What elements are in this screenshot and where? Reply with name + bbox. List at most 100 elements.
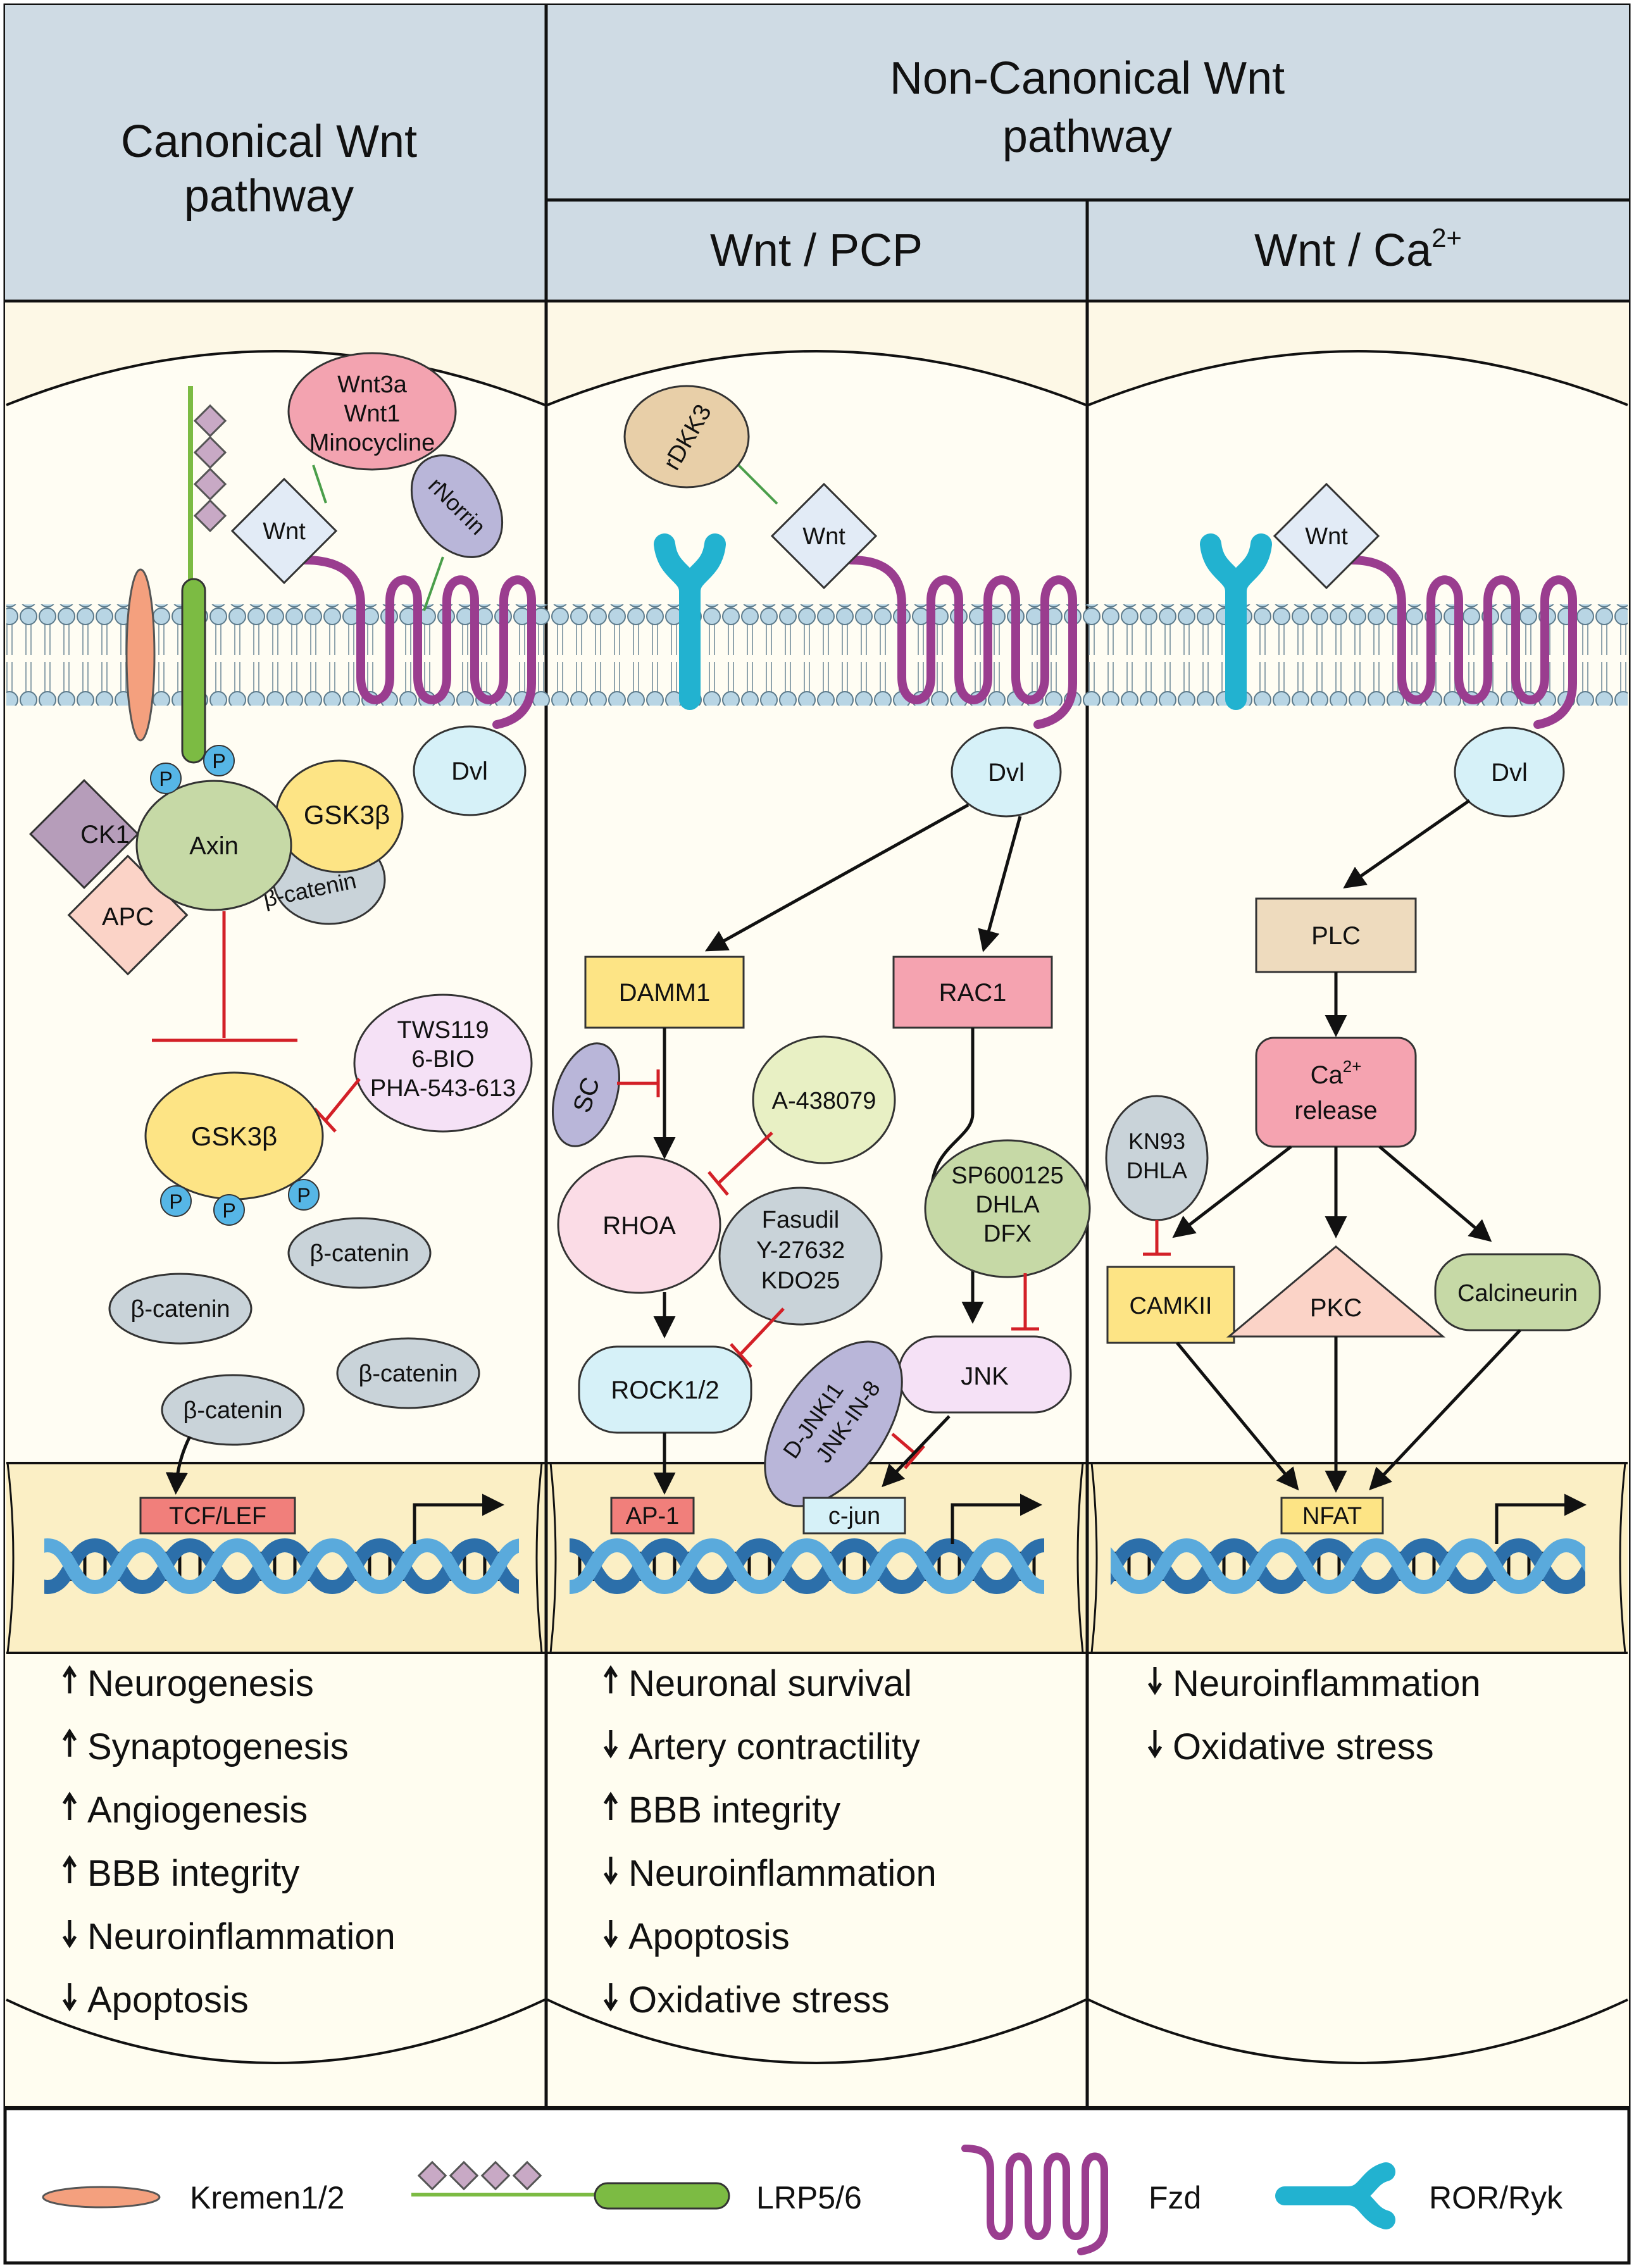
bcat-node-4 <box>161 1374 305 1446</box>
tws119-node <box>353 994 533 1133</box>
ca-release-node <box>1255 1037 1417 1148</box>
effect-item: Oxidative stress <box>628 1979 890 2021</box>
rock-label: ROCK1/2 <box>611 1376 719 1404</box>
ror-legend-icon <box>1275 2162 1395 2229</box>
phospho-p3-label: P <box>169 1190 182 1213</box>
effect-item: Neurogenesis <box>87 1663 314 1704</box>
calcineurin-label: Calcineurin <box>1457 1280 1578 1307</box>
up-arrow-icon <box>62 1665 77 1693</box>
sc-node <box>551 1042 621 1147</box>
down-arrow-icon <box>1147 1730 1163 1759</box>
camkii-node <box>1106 1266 1235 1344</box>
ck1-node <box>29 779 139 889</box>
fasudil-node <box>718 1187 883 1326</box>
a438079-label: A-438079 <box>772 1088 876 1114</box>
lrp-legend-diamonds <box>417 2160 542 2191</box>
lrp-receptor <box>181 578 206 764</box>
down-arrow-icon <box>603 1920 618 1948</box>
fzd-legend-label: Fzd <box>1149 2180 1201 2215</box>
gsk3b-complex-label: GSK3β <box>304 800 390 830</box>
wnt-label-canonical: Wnt <box>263 518 306 545</box>
down-arrow-icon <box>62 1920 77 1948</box>
wnt-label-pcp: Wnt <box>802 523 845 550</box>
ror-receptor-pcp <box>654 533 726 710</box>
wnt-diamond-canonical <box>230 477 338 585</box>
wnt-ligands-line2: Wnt1 <box>344 401 401 427</box>
bcat-node-3 <box>336 1337 480 1409</box>
up-arrow-icon <box>62 1791 77 1820</box>
effect-item: Oxidative stress <box>1173 1726 1434 1767</box>
tws119-line3: PHA-543-613 <box>370 1075 516 1102</box>
effect-item: Apoptosis <box>628 1916 790 1957</box>
dvl-label-canonical: Dvl <box>451 757 488 785</box>
camkii-label: CAMKII <box>1130 1293 1213 1319</box>
phospho-p3 <box>160 1185 192 1217</box>
up-arrow-icon <box>62 1855 77 1883</box>
effect-item: Artery contractility <box>628 1726 920 1767</box>
nfat-label: NFAT <box>1302 1503 1362 1530</box>
dvl-node-ca <box>1454 726 1565 818</box>
phospho-p2-label: P <box>212 750 225 773</box>
canonical-panel: Wnt3a Wnt1 Minocycline rNorrin Wnt Dvl β… <box>29 352 536 1619</box>
bcat-label-3: β-catenin <box>358 1361 458 1387</box>
rhoa-node <box>557 1155 721 1294</box>
phospho-p4 <box>213 1194 245 1226</box>
ca-release-line2: release <box>1294 1097 1377 1125</box>
ca-panel: Wnt Dvl PLC Ca2+ release KN93 DHLA CAMKI… <box>1105 482 1601 1619</box>
wnt-label-ca: Wnt <box>1305 523 1348 550</box>
phospho-p1 <box>150 763 182 794</box>
ror-legend-label: ROR/Ryk <box>1429 2180 1563 2215</box>
ror-receptor-ca <box>1200 533 1272 710</box>
jnk-label: JNK <box>961 1362 1009 1390</box>
cjun-node <box>802 1497 906 1535</box>
rac1-node <box>892 956 1053 1029</box>
noncanonical-header-line1: Non-Canonical Wnt <box>890 53 1285 104</box>
lrp-legend-icon <box>594 2182 730 2210</box>
axin-node <box>135 780 292 911</box>
fasudil-line1: Fasudil <box>762 1207 840 1233</box>
canonical-header-line2: pathway <box>184 171 354 221</box>
axin-label: Axin <box>189 832 239 860</box>
tcf-lef-node <box>139 1497 296 1535</box>
fzd-receptor-pcp <box>847 556 1077 729</box>
pcp-header: Wnt / PCP <box>710 225 923 276</box>
bcat-node-1 <box>287 1217 432 1289</box>
phospho-p5-label: P <box>297 1184 310 1207</box>
fzd-legend-icon <box>961 2145 1108 2255</box>
plc-label: PLC <box>1311 922 1361 950</box>
effect-item: Neuroinflammation <box>87 1916 396 1957</box>
effect-item: BBB integrity <box>628 1790 840 1831</box>
dvl-label-ca: Dvl <box>1491 759 1528 787</box>
dvl-label-pcp: Dvl <box>988 759 1025 787</box>
rdkk3-node <box>623 385 750 489</box>
phospho-p2 <box>203 745 235 776</box>
down-arrow-icon <box>62 1983 77 2012</box>
effect-item: Angiogenesis <box>87 1790 308 1831</box>
pcp-panel: rDKK3 Wnt Dvl DAMM1 RAC1 SC A-438079 RHO… <box>551 385 1091 1619</box>
up-arrow-icon <box>603 1791 618 1820</box>
fasudil-line3: KDO25 <box>761 1268 840 1294</box>
kremen-legend-label: Kremen1/2 <box>190 2180 345 2215</box>
a438079-node <box>752 1035 896 1164</box>
effects-list-canonical: NeurogenesisSynaptogenesisAngiogenesisBB… <box>62 1663 396 2021</box>
sp600125-line3: DFX <box>983 1221 1032 1247</box>
sp600125-line1: SP600125 <box>951 1162 1064 1189</box>
tws119-line2: 6-BIO <box>411 1046 474 1073</box>
gsk3b-label: GSK3β <box>191 1121 277 1151</box>
kn93-line2: DHLA <box>1126 1157 1187 1183</box>
fzd-receptor-canonical <box>301 556 536 729</box>
sp600125-line2: DHLA <box>975 1192 1040 1218</box>
fasudil-line2: Y-27632 <box>756 1237 845 1264</box>
ck1-label: CK1 <box>80 821 130 849</box>
damm1-node <box>584 956 745 1029</box>
ca-release-line1: Ca2+ <box>1311 1057 1362 1089</box>
pkc-label: PKC <box>1310 1294 1362 1322</box>
wnt-ligands-line3: Minocycline <box>309 430 435 456</box>
sp600125-node <box>924 1139 1091 1278</box>
wnt-diamond-pcp <box>770 482 878 590</box>
effect-item: Apoptosis <box>87 1979 249 2021</box>
canonical-header-line1: Canonical Wnt <box>121 116 417 167</box>
dvl-node-pcp <box>951 726 1062 818</box>
